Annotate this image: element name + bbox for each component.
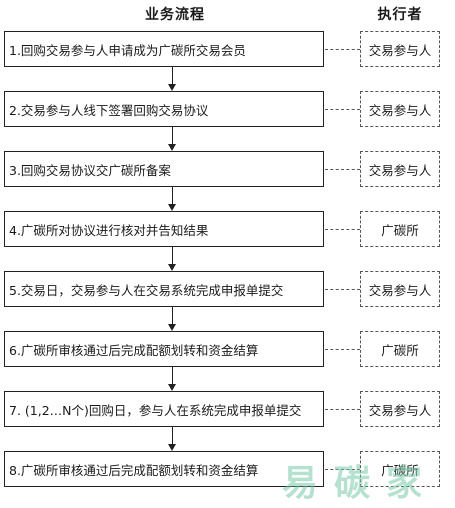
executor-connector-7 xyxy=(325,409,360,410)
executor-column-header: 执行者 xyxy=(377,7,423,23)
executor-connector-3 xyxy=(325,169,360,170)
flow-arrow-head-4 xyxy=(168,264,176,271)
executor-box-3: 交易参与人 xyxy=(360,151,440,187)
flow-arrow-head-2 xyxy=(168,144,176,151)
step-box-2: 2.交易参与人线下签署回购交易协议 xyxy=(4,91,324,127)
step-box-1: 1.回购交易参与人申请成为广碳所交易会员 xyxy=(4,31,324,67)
executor-connector-2 xyxy=(325,109,360,110)
executor-connector-4 xyxy=(325,229,360,230)
flow-arrow-head-1 xyxy=(168,84,176,91)
step-box-8: 8.广碳所审核通过后完成配额划转和资金结算 xyxy=(4,451,324,487)
flow-arrow-line-5 xyxy=(172,307,173,324)
executor-box-2: 交易参与人 xyxy=(360,91,440,127)
executor-box-8: 广碳所 xyxy=(360,451,440,487)
flow-arrow-head-6 xyxy=(168,384,176,391)
executor-connector-8 xyxy=(325,469,360,470)
flow-arrow-head-5 xyxy=(168,324,176,331)
flow-arrow-line-6 xyxy=(172,367,173,384)
step-box-6: 6.广碳所审核通过后完成配额划转和资金结算 xyxy=(4,331,324,367)
step-box-4: 4.广碳所对协议进行核对并告知结果 xyxy=(4,211,324,247)
flow-column-header: 业务流程 xyxy=(145,7,205,23)
flow-arrow-head-3 xyxy=(168,204,176,211)
flow-arrow-line-7 xyxy=(172,427,173,444)
flow-arrow-line-1 xyxy=(172,67,173,84)
step-box-7: 7. (1,2…N个)回购日，参与人在系统完成申报单提交 xyxy=(4,391,324,427)
executor-connector-1 xyxy=(325,49,360,50)
flow-arrow-line-4 xyxy=(172,247,173,264)
executor-box-5: 交易参与人 xyxy=(360,271,440,307)
flow-arrow-head-7 xyxy=(168,444,176,451)
flow-arrow-line-3 xyxy=(172,187,173,204)
flow-arrow-line-2 xyxy=(172,127,173,144)
step-box-3: 3.回购交易协议交广碳所备案 xyxy=(4,151,324,187)
executor-connector-5 xyxy=(325,289,360,290)
step-box-5: 5.交易日，交易参与人在交易系统完成申报单提交 xyxy=(4,271,324,307)
executor-box-7: 交易参与人 xyxy=(360,391,440,427)
executor-box-4: 广碳所 xyxy=(360,211,440,247)
executor-box-1: 交易参与人 xyxy=(360,31,440,67)
executor-connector-6 xyxy=(325,349,360,350)
executor-box-6: 广碳所 xyxy=(360,331,440,367)
